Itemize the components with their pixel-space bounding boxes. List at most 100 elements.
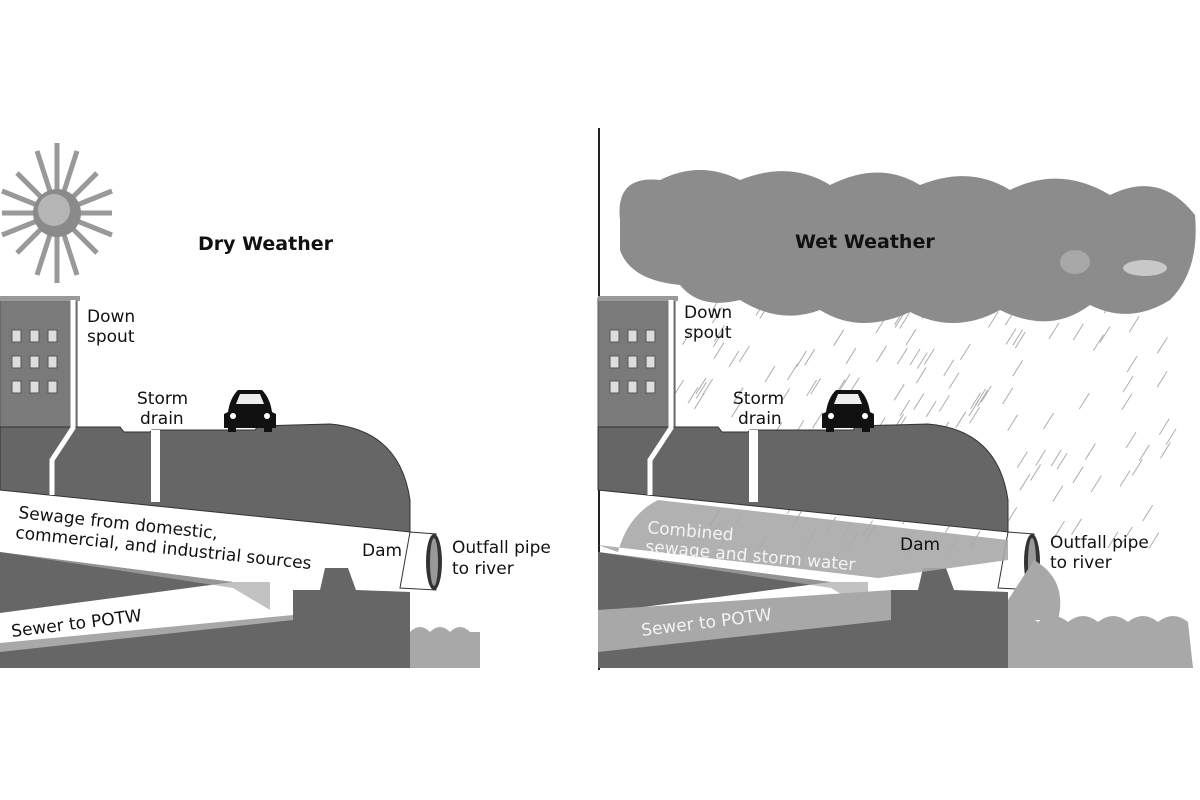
rain-streak [899, 312, 911, 329]
rain-streak [1050, 449, 1062, 467]
rain-streak [1107, 531, 1119, 549]
storm-drain-label: drain [738, 409, 782, 429]
rain-streak [804, 348, 816, 366]
rain-streak [1012, 359, 1024, 377]
rain-streak [712, 330, 724, 348]
rain-streak [1007, 414, 1019, 431]
rain-streak [916, 352, 928, 369]
rain-streak [1078, 392, 1090, 410]
rain-streak [1142, 504, 1154, 522]
wet-weather-panel: Wet Weather Down spout Storm drain Combi… [598, 170, 1196, 668]
rain-streak [909, 348, 921, 366]
downspout-label: Down [684, 303, 732, 323]
storm-drain-label: drain [140, 409, 184, 429]
cloud-icon [619, 170, 1196, 324]
rain-streak [839, 373, 851, 391]
downspout-label: Down [87, 307, 135, 327]
outfall-label: to river [452, 559, 514, 579]
rain-streak [1035, 449, 1047, 467]
rain-streak [812, 411, 824, 429]
river [1008, 615, 1193, 668]
rain-streak [732, 387, 744, 404]
rain-streak [806, 379, 818, 397]
rain-streak [713, 342, 725, 359]
rain-streak [787, 363, 798, 381]
rain-streak [1016, 451, 1028, 468]
rain-streak [925, 400, 937, 418]
rain-streak [764, 365, 776, 383]
dam-label: Dam [900, 535, 940, 555]
storm-drain-label: Storm [733, 389, 784, 409]
rain-streak [1126, 355, 1138, 373]
rain-streak [913, 393, 925, 410]
rain-streak [1099, 326, 1111, 343]
rain-streak [1148, 532, 1160, 549]
outfall-label: Outfall pipe [1050, 533, 1149, 553]
rain-streak [1019, 474, 1031, 491]
rain-streak [1072, 323, 1084, 341]
rain-streak [923, 348, 935, 366]
wet-weather-title: Wet Weather [795, 231, 935, 253]
rain-streak [1071, 518, 1082, 535]
rain-streak [893, 384, 905, 401]
rain-streak [695, 377, 707, 395]
rain-streak [1048, 322, 1060, 340]
rain-streak [682, 328, 693, 345]
rain-streak [876, 345, 887, 363]
rain-streak [970, 392, 982, 409]
rain-streak [1072, 466, 1084, 484]
sun-icon [1, 143, 113, 283]
rain-streak [693, 392, 705, 410]
rain-streak [938, 395, 950, 412]
rain-streak [713, 325, 725, 342]
rain-streak [987, 311, 999, 328]
rain-streak [779, 388, 791, 405]
downspout-label: spout [87, 327, 135, 347]
dam-label: Dam [362, 541, 402, 561]
rain-streak [915, 366, 927, 384]
rain-streak [1012, 329, 1024, 346]
rain-streak [943, 359, 955, 377]
rain-streak [845, 347, 857, 365]
rain-streak [738, 345, 750, 363]
rain-streak [728, 350, 740, 368]
rain-streak [1043, 412, 1054, 430]
rain-streak [1131, 459, 1143, 476]
rain-streak [1054, 520, 1065, 538]
rain-streak [955, 411, 967, 429]
rain-streak [1128, 315, 1140, 333]
rain-streak [1014, 331, 1026, 349]
rain-streak [1156, 337, 1168, 354]
rain-streak [969, 407, 981, 424]
rain-streak [731, 400, 743, 418]
river [410, 627, 480, 668]
rain-streak [975, 388, 987, 406]
rain-streak [980, 385, 992, 403]
rain-streak [695, 381, 707, 399]
rain-streak [833, 329, 845, 347]
rain-streak [1092, 334, 1104, 351]
rain-streak [796, 350, 807, 368]
outfall-label: to river [1050, 553, 1112, 573]
rain-streak [1002, 387, 1014, 405]
rain-streak [1121, 526, 1133, 544]
rain-streak [977, 390, 988, 407]
rain-streak [1090, 475, 1102, 493]
rain-streak [810, 377, 822, 395]
rain-streak [1119, 470, 1131, 487]
rain-streak [702, 378, 714, 396]
downspout-label: spout [684, 323, 732, 343]
rain-streak [1084, 443, 1096, 460]
rain-streak [899, 399, 911, 417]
dry-weather-panel: Dry Weather Down spout Storm drain Sewag… [0, 143, 551, 668]
rain-streak [1121, 393, 1133, 411]
rain-streak [948, 372, 960, 389]
rain-streak [1158, 418, 1170, 435]
rain-streak [1122, 375, 1134, 393]
storm-drain-label: Storm [137, 389, 188, 409]
rain-streak [1052, 485, 1064, 502]
rain-streak [687, 386, 699, 404]
rain-streak [1138, 444, 1150, 462]
rain-streak [1005, 328, 1017, 345]
